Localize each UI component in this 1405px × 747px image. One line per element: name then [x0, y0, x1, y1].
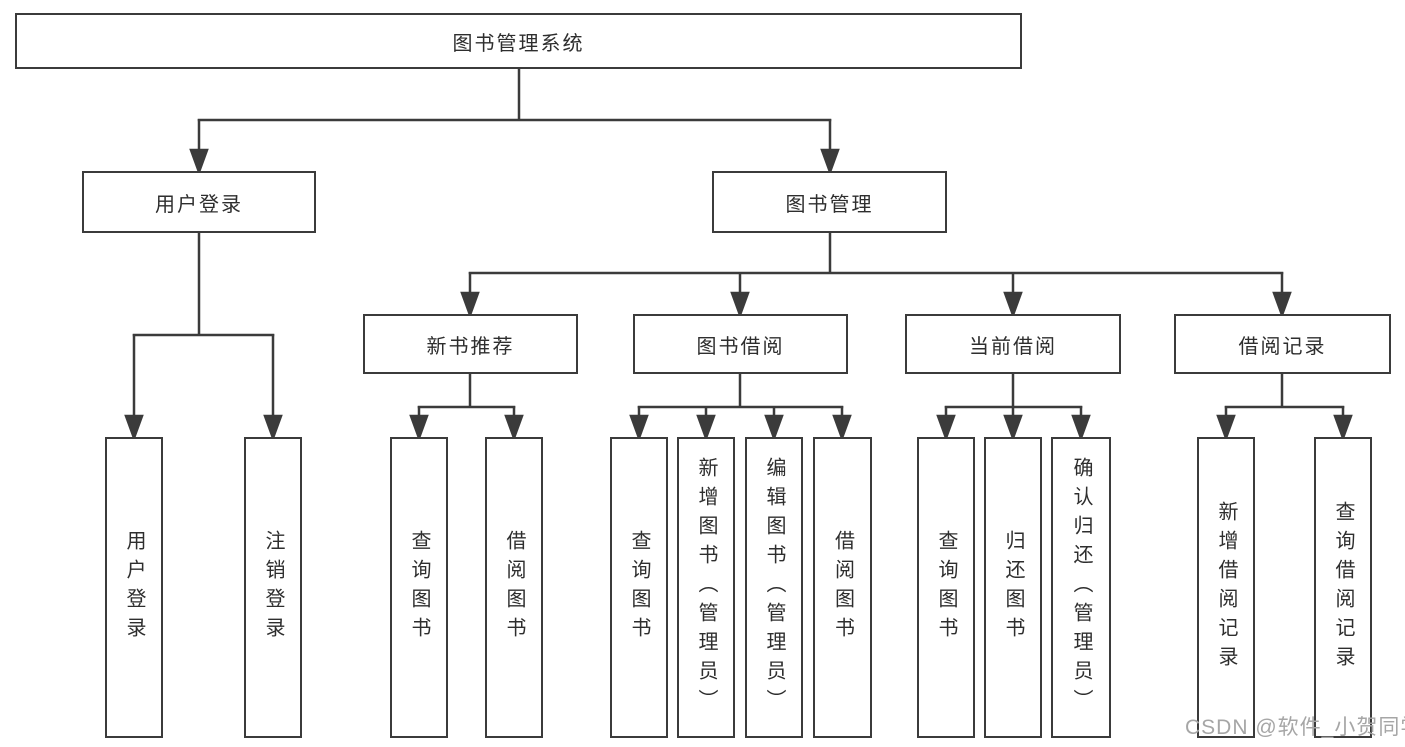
connector-user-login: [124, 233, 283, 442]
node-new-book-recommend: 新书推荐: [363, 314, 578, 374]
leaf-logout: 注销登录: [244, 437, 302, 738]
leaf-user-login: 用户登录: [105, 437, 163, 738]
connector-book-management: [460, 233, 1292, 319]
node-book-borrow: 图书借阅: [633, 314, 848, 374]
leaf-query-books-recommend: 查询图书: [390, 437, 448, 738]
leaf-query-books-current: 查询图书: [917, 437, 975, 738]
connector-book-borrow: [629, 374, 852, 442]
leaf-confirm-return-admin: 确认归还（管理员）: [1051, 437, 1111, 738]
node-user-login: 用户登录: [82, 171, 316, 233]
leaf-query-borrow-record: 查询借阅记录: [1314, 437, 1372, 738]
leaf-borrow-books: 借阅图书: [813, 437, 872, 738]
csdn-watermark: CSDN @软件_小贺同学: [1185, 716, 1405, 739]
leaf-add-book-admin: 新增图书（管理员）: [677, 437, 735, 738]
leaf-add-borrow-record: 新增借阅记录: [1197, 437, 1255, 738]
node-root-system: 图书管理系统: [15, 13, 1022, 69]
node-current-borrow: 当前借阅: [905, 314, 1121, 374]
leaf-borrow-books-recommend: 借阅图书: [485, 437, 543, 738]
connector-borrow-records: [1216, 374, 1353, 442]
connector-current-borrow: [936, 374, 1091, 442]
node-borrow-records: 借阅记录: [1174, 314, 1391, 374]
leaf-query-books-borrow: 查询图书: [610, 437, 668, 738]
leaf-return-books: 归还图书: [984, 437, 1042, 738]
leaf-edit-book-admin: 编辑图书（管理员）: [745, 437, 803, 738]
connector-new-book-recommend: [409, 374, 524, 442]
node-book-management: 图书管理: [712, 171, 947, 233]
connector-root: [189, 69, 840, 176]
